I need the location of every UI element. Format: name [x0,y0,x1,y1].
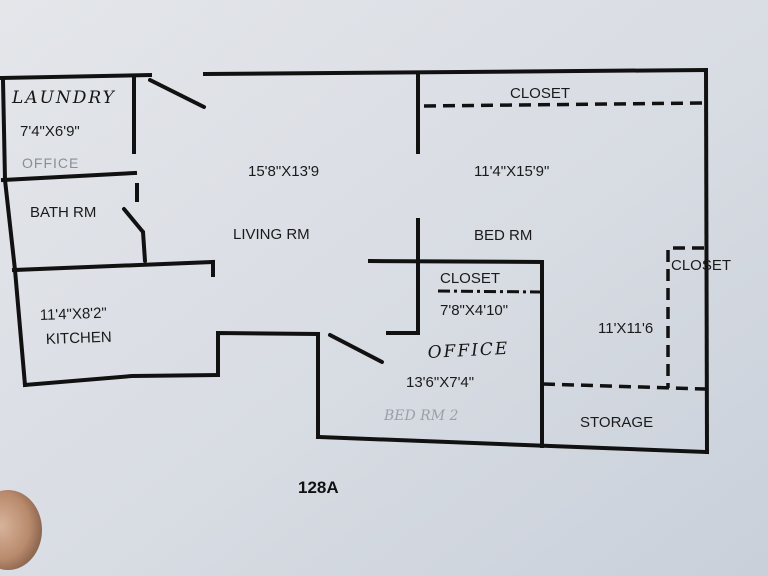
closet-mid-dimensions: 7'8"X4'10" [440,302,508,319]
door-bath [122,207,145,234]
laundry-dimensions: 7'4"X6'9" [20,123,80,140]
closet-top-label: CLOSET [510,85,570,102]
bath-label: BATH RM [30,204,96,221]
door-laundry [148,78,206,109]
closet-right-partition [666,246,704,388]
closet-right-label: CLOSET [671,257,731,274]
storage-label: STORAGE [580,414,653,431]
faint-office-label: OFFICE [22,155,79,171]
laundry-label: LAUNDRY [11,88,116,108]
wall-kitchen-left [0,77,28,388]
closet-top-partition [423,101,705,108]
wall-top [202,67,709,77]
room-right-dimensions: 11'X11'6 [598,320,653,337]
wall-laundry-top [0,72,153,81]
office-dimensions: 13'6"X7'4" [406,374,474,391]
wall-closet-top [367,258,545,265]
unit-number: 128A [298,478,339,497]
storage-partition [542,382,706,391]
door-office [328,333,384,364]
closet-mid-partition [437,289,541,294]
living-dimensions: 15'8"X13'9 [248,163,319,180]
wall-bottom [315,434,710,455]
wall-laundry-bath [0,170,138,183]
wall-living-bed-bottom [386,218,420,335]
door-bath-jamb [141,230,147,263]
finger [0,490,42,570]
closet-mid-label: CLOSET [440,270,500,287]
kitchen-dimensions: 11'4"X8'2" [40,305,108,324]
wall-bath-kitchen [11,259,215,277]
living-label: LIVING RM [233,226,310,243]
office-label: OFFICE [427,339,510,363]
wall-kitchen-bottom [22,372,221,388]
wall-living-bottom [216,330,321,377]
wall-right [703,67,710,455]
bed-label: BED RM [474,227,532,244]
kitchen-label: KITCHEN [46,329,112,348]
bed-dimensions: 11'4"X15'9" [474,163,549,180]
faint-bed-rm-2-label: BED RM 2 [383,408,459,424]
